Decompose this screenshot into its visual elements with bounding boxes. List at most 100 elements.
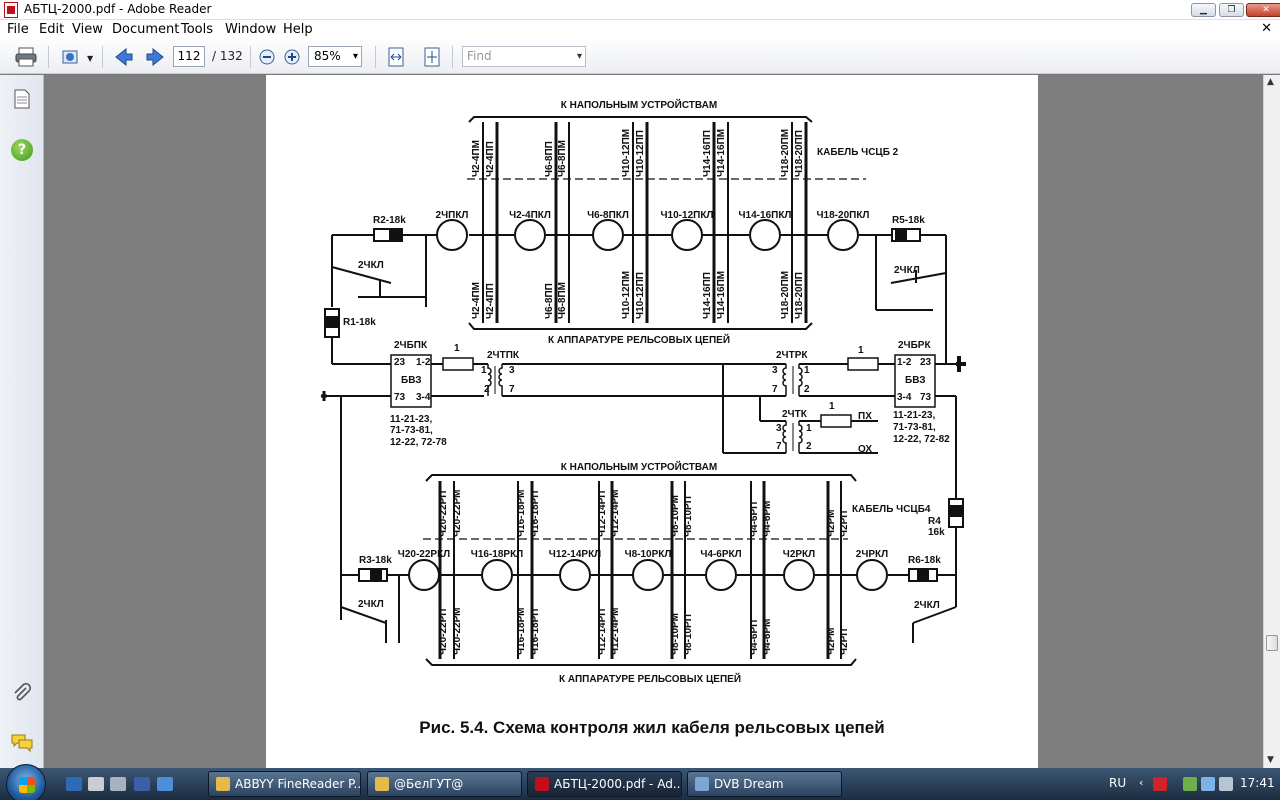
pages-icon[interactable] [10,87,34,111]
brk-label: 2ЧБРК [898,340,931,351]
printer-icon[interactable] [110,777,126,791]
bottom-right-kl-label: 2ЧКЛ [914,600,940,611]
bottom-core-lower-label-1: Ч20-22РМ [452,608,463,655]
bpk-n34: 3-4 [416,392,431,403]
vertical-scrollbar[interactable]: ▲ ▼ [1263,75,1280,768]
task-belgut[interactable]: @БелГУТ@ [367,771,522,797]
share-dropdown-icon[interactable]: ▼ [87,54,94,63]
bpk-n23: 23 [394,357,406,368]
bpk-n73: 73 [394,392,406,403]
top-core-upper-label-7: Ч14-16ПМ [716,129,727,177]
tk-pin3: 3 [776,423,782,434]
close-button[interactable]: ✕ [1246,3,1280,17]
monitor-icon[interactable] [157,777,173,791]
ox-label: ОХ [858,444,872,455]
show-desktop-icon[interactable] [66,777,82,791]
bottom-equipment-label: К АППАРАТУРЕ РЕЛЬСОВЫХ ЦЕПЕЙ [559,672,741,685]
menu-file[interactable]: File [7,22,29,37]
tk-pin1: 1 [806,423,812,434]
top-core-upper-label-0: Ч2-4ПМ [471,140,482,177]
top-core-lower-label-7: Ч14-16ПМ [716,271,727,319]
next-page-icon[interactable] [142,45,168,69]
task-dvb-dream[interactable]: DVB Dream [687,771,842,797]
drive-icon[interactable] [88,777,104,791]
r6-label: R6-18k [908,555,941,566]
previous-page-icon[interactable] [111,45,137,69]
scroll-thumb[interactable] [1266,635,1278,651]
bottom-lamp-label-0: Ч20-22РКЛ [398,549,450,560]
find-input[interactable]: Find [462,46,586,67]
network-icon[interactable] [1201,777,1215,791]
bottom-cable-label: КАБЕЛЬ ЧСЦБ4 [852,504,931,515]
bottom-lamp-label-4: Ч4-6РКЛ [700,549,741,560]
help-icon[interactable]: ? [10,138,34,162]
menu-help[interactable]: Help [283,22,313,37]
task-adobe-reader[interactable]: АБТЦ-2000.pdf - Ad... [527,771,682,797]
bpk-label: 2ЧБПК [394,340,428,351]
r4-value: 16k [928,527,945,538]
bottom-field-header: К НАПОЛЬНЫМ УСТРОЙСТВАМ [561,460,717,473]
top-core-upper-label-3: Ч6-8ПМ [557,140,568,177]
minimize-button[interactable]: ▁ [1191,3,1216,17]
trk-pin1: 1 [804,365,810,376]
menu-document[interactable]: Document [112,22,180,37]
attachments-icon[interactable] [10,681,34,705]
ttpk-label: 2ЧТПК [487,350,520,361]
bottom-core-upper-label-3: Ч16-18РП [530,491,541,537]
print-icon[interactable] [13,45,39,69]
tk-label: 2ЧТК [782,409,808,420]
share-icon[interactable] [58,45,84,69]
bottom-core-upper-label-0: Ч20-22РП [438,491,449,537]
top-core-upper-label-2: Ч6-8ПП [544,141,555,177]
volume-icon[interactable] [1219,777,1233,791]
document-close-icon[interactable]: ✕ [1261,21,1272,36]
top-left-kl-label: 2ЧКЛ [358,260,384,271]
bottom-lamp-label-1: Ч16-18РКЛ [471,549,523,560]
top-core-upper-label-4: Ч10-12ПМ [621,129,632,177]
menu-window[interactable]: Window [225,22,277,37]
bottom-core-upper-label-7: Ч8-10РП [683,496,694,537]
scroll-down-icon[interactable]: ▼ [1267,755,1274,765]
top-core-lower-label-6: Ч14-16ПП [702,272,713,319]
zoom-out-icon[interactable] [254,45,280,69]
bottom-core-lower-label-3: Ч16-18РП [530,609,541,655]
tray-expand-icon[interactable]: ‹ [1139,776,1144,789]
comments-icon[interactable] [10,731,34,755]
pdf-icon [535,777,549,791]
trk-pin2: 2 [804,384,810,395]
menu-edit[interactable]: Edit [39,22,65,37]
left-pins-1: 11-21-23, [390,414,432,425]
folder-icon [375,777,389,791]
document-area[interactable]: К НАПОЛЬНЫМ УСТРОЙСТВАМ КАБЕЛЬ ЧСЦБ 2 К … [45,75,1263,768]
zoom-select[interactable]: 85% [308,46,362,67]
language-indicator[interactable]: RU [1109,776,1127,790]
fit-page-icon[interactable] [419,45,445,69]
tray-app-icon[interactable] [1183,777,1197,791]
top-right-kl-label: 2ЧКЛ [894,265,920,276]
save-icon[interactable] [134,777,150,791]
menu-view[interactable]: View [72,22,103,37]
antivirus-icon[interactable] [1153,777,1167,791]
menu-tools[interactable]: Tools [181,22,214,37]
fit-width-icon[interactable] [383,45,409,69]
task-abbyy[interactable]: ABBYY FineReader P... [208,771,361,797]
top-lamp-label-5: Ч18-20ПКЛ [817,210,870,221]
top-core-lower-label-8: Ч18-20ПМ [780,271,791,319]
bottom-core-lower-label-9: Ч4-6РМ [762,619,773,655]
top-lamp-label-1: Ч2-4ПКЛ [509,210,551,221]
bottom-core-upper-label-6: Ч8-10РМ [670,495,681,537]
page-number-input[interactable]: 112 [173,46,205,67]
brk-n34: 3-4 [897,392,912,403]
pdf-app-icon [4,2,18,18]
menu-bar: File Edit View Document Tools Window Hel… [0,20,1280,40]
page-total: / 132 [212,49,243,63]
bottom-core-upper-label-1: Ч20-22РМ [452,490,463,537]
clock[interactable]: 17:41 [1240,776,1275,790]
start-button[interactable] [6,764,46,800]
scroll-up-icon[interactable]: ▲ [1267,77,1274,87]
top-core-upper-label-6: Ч14-16ПП [702,130,713,177]
maximize-button[interactable]: ❐ [1219,3,1244,17]
bottom-core-upper-label-8: Ч4-6РП [749,502,760,537]
zoom-in-icon[interactable] [279,45,305,69]
top-lamp-label-2: Ч6-8ПКЛ [587,210,629,221]
